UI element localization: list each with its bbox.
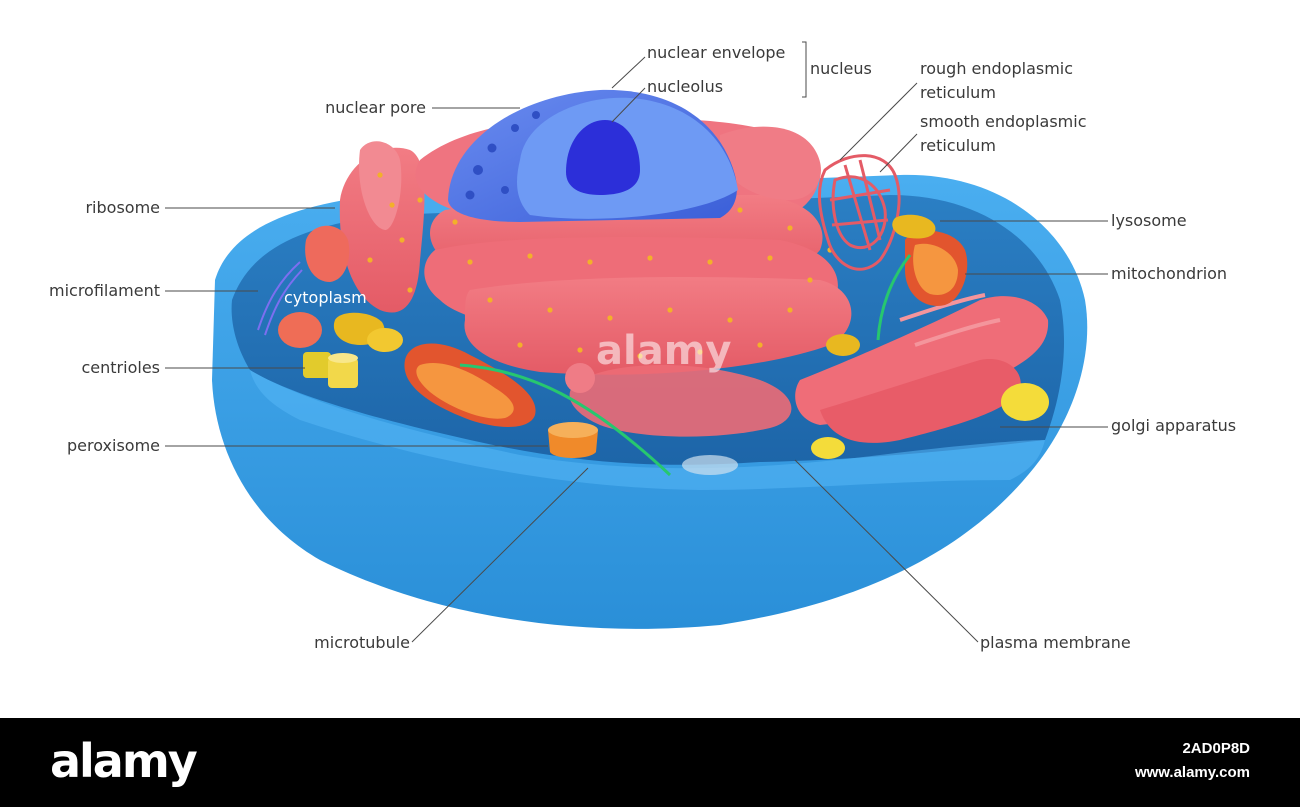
label-microfilament: microfilament [48, 281, 160, 300]
nucleus-shape [448, 89, 738, 222]
label-plasma-membrane: plasma membrane [980, 633, 1131, 652]
label-lysosome: lysosome [1111, 211, 1187, 230]
label-nuclear-pore: nuclear pore [325, 98, 426, 117]
membrane-front-lip [250, 370, 1045, 490]
microfilament-shape [257, 261, 303, 336]
label-nucleus: nucleus [810, 59, 872, 78]
label-nuclear-envelope: nuclear envelope [647, 43, 786, 62]
watermark-center: alamy [596, 328, 732, 374]
diagram-canvas: nuclear envelope nucleolus nucleus nucle… [48, 41, 1237, 652]
nucleolus-shape [566, 120, 640, 195]
label-microtubule: microtubule [314, 633, 410, 652]
footer-image-id: 2AD0P8D [1182, 740, 1250, 757]
vesicle-shape-2 [278, 312, 322, 348]
cell-illustration [165, 41, 1108, 643]
er-fragment [569, 365, 792, 437]
peroxisome-shape [548, 422, 598, 458]
centrioles-shape [303, 352, 358, 388]
smooth-endoplasmic-reticulum-shape [818, 154, 901, 271]
label-centrioles: centrioles [81, 358, 161, 377]
label-nucleolus: nucleolus [647, 77, 724, 96]
vacuole-shape [682, 455, 738, 475]
microtubule-shape-2 [876, 254, 912, 341]
microtubule-shape [459, 363, 672, 477]
label-cytoplasm: cytoplasm [284, 288, 367, 307]
golgi-apparatus-shape [795, 293, 1049, 443]
lysosome-shapes [333, 214, 1049, 459]
label-peroxisome: peroxisome [67, 436, 160, 455]
label-rough-er: rough endoplasmic reticulum [920, 59, 1074, 102]
footer-site: www.alamy.com [1134, 764, 1250, 781]
footer-bar: alamy 2AD0P8D www.alamy.com [0, 718, 1300, 807]
leader-lines [165, 41, 1108, 643]
vesicle-shape [565, 363, 595, 393]
label-mitochondrion: mitochondrion [1111, 264, 1228, 283]
footer-logo: alamy [50, 734, 198, 788]
mitochondrion-shape [404, 230, 968, 427]
mitochondrion-small [305, 225, 350, 282]
nuclear-pores [465, 111, 540, 200]
label-smooth-er: smooth endoplasmic reticulum [920, 112, 1087, 155]
label-golgi-apparatus: golgi apparatus [1111, 416, 1237, 435]
label-ribosome: ribosome [85, 198, 160, 217]
